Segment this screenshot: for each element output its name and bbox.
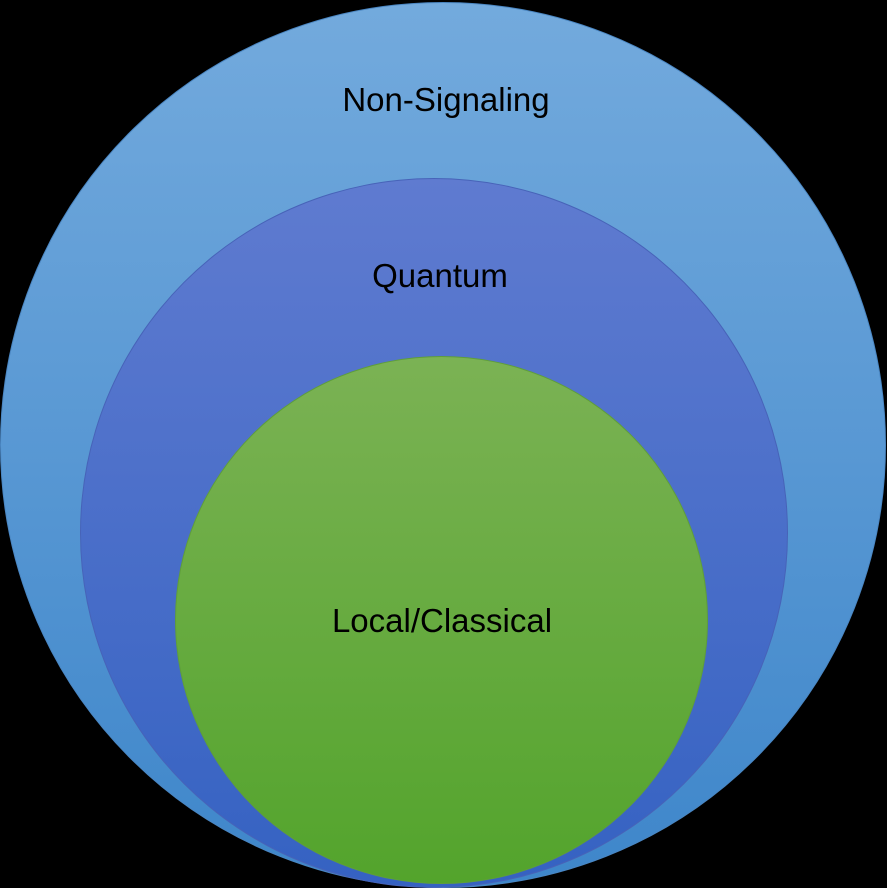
local-classical-label: Local/Classical [331, 602, 553, 639]
local-classical-circle [175, 356, 708, 884]
quantum-label: Quantum [372, 257, 508, 294]
non-signaling-label: Non-Signaling [342, 81, 550, 118]
